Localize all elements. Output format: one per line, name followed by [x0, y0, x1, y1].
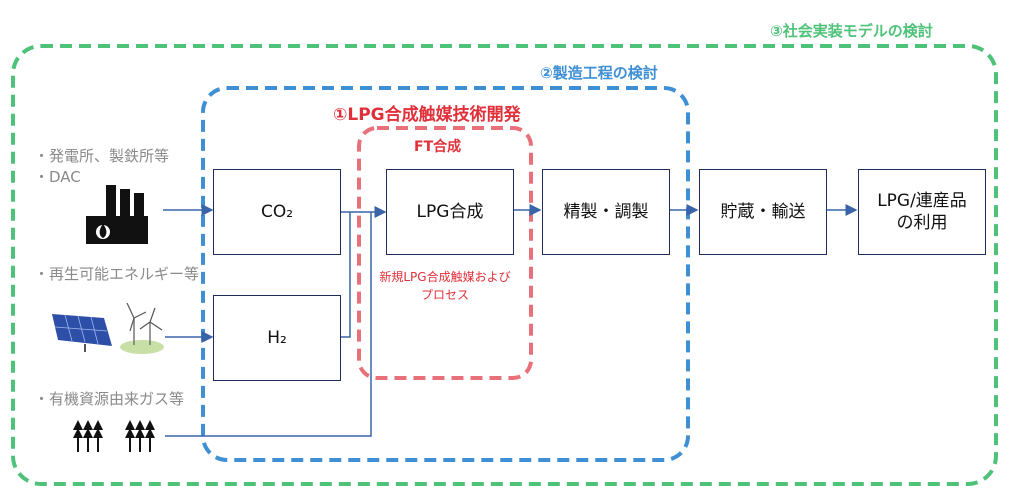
biomass-icon: [73, 420, 155, 452]
social-implementation-region: [11, 44, 998, 486]
catalyst-development-region: [357, 126, 533, 380]
source-renewable-label: ・再生可能エネルギー等: [34, 265, 200, 283]
manufacturing-process-label: ②製造工程の検討: [540, 64, 658, 82]
manufacturing-process-region: [201, 86, 690, 462]
catalyst-development-label: ①LPG合成触媒技術開発: [333, 105, 521, 125]
lpg-use-line-2: の利用: [896, 213, 948, 233]
new-catalyst-note-line-2: プロセス: [420, 288, 469, 302]
new-catalyst-note-line-1: 新規LPG合成触媒および: [379, 270, 511, 284]
lpg-synthesis-box: LPG合成: [386, 169, 514, 255]
h2-box: H₂: [213, 295, 341, 381]
source-power-label: ・発電所、製鉄所等 ・DAC: [34, 146, 169, 188]
refining-box: 精製・調製: [542, 169, 670, 255]
solar-panel-icon: [52, 314, 112, 352]
source-bio-label: ・有機資源由来ガス等: [34, 390, 185, 408]
co2-box: CO₂: [213, 169, 341, 255]
storage-transport-box: 貯蔵・輸送: [699, 169, 827, 255]
line-bio-feed: [165, 212, 372, 437]
source-power-line-1: ・発電所、製鉄所等: [34, 147, 170, 165]
line-h2-to-lpg: [340, 212, 351, 338]
lpg-use-box: LPG/連産品 の利用: [858, 169, 986, 255]
ft-synthesis-label: FT合成: [414, 139, 462, 155]
factory-icon: [86, 185, 148, 244]
lpg-use-line-1: LPG/連産品: [877, 190, 967, 211]
social-implementation-label: ③社会実装モデルの検討: [770, 22, 933, 40]
wind-turbine-icon: [120, 302, 164, 354]
new-catalyst-note: 新規LPG合成触媒および プロセス: [364, 268, 526, 304]
source-power-line-2: ・DAC: [34, 168, 81, 186]
